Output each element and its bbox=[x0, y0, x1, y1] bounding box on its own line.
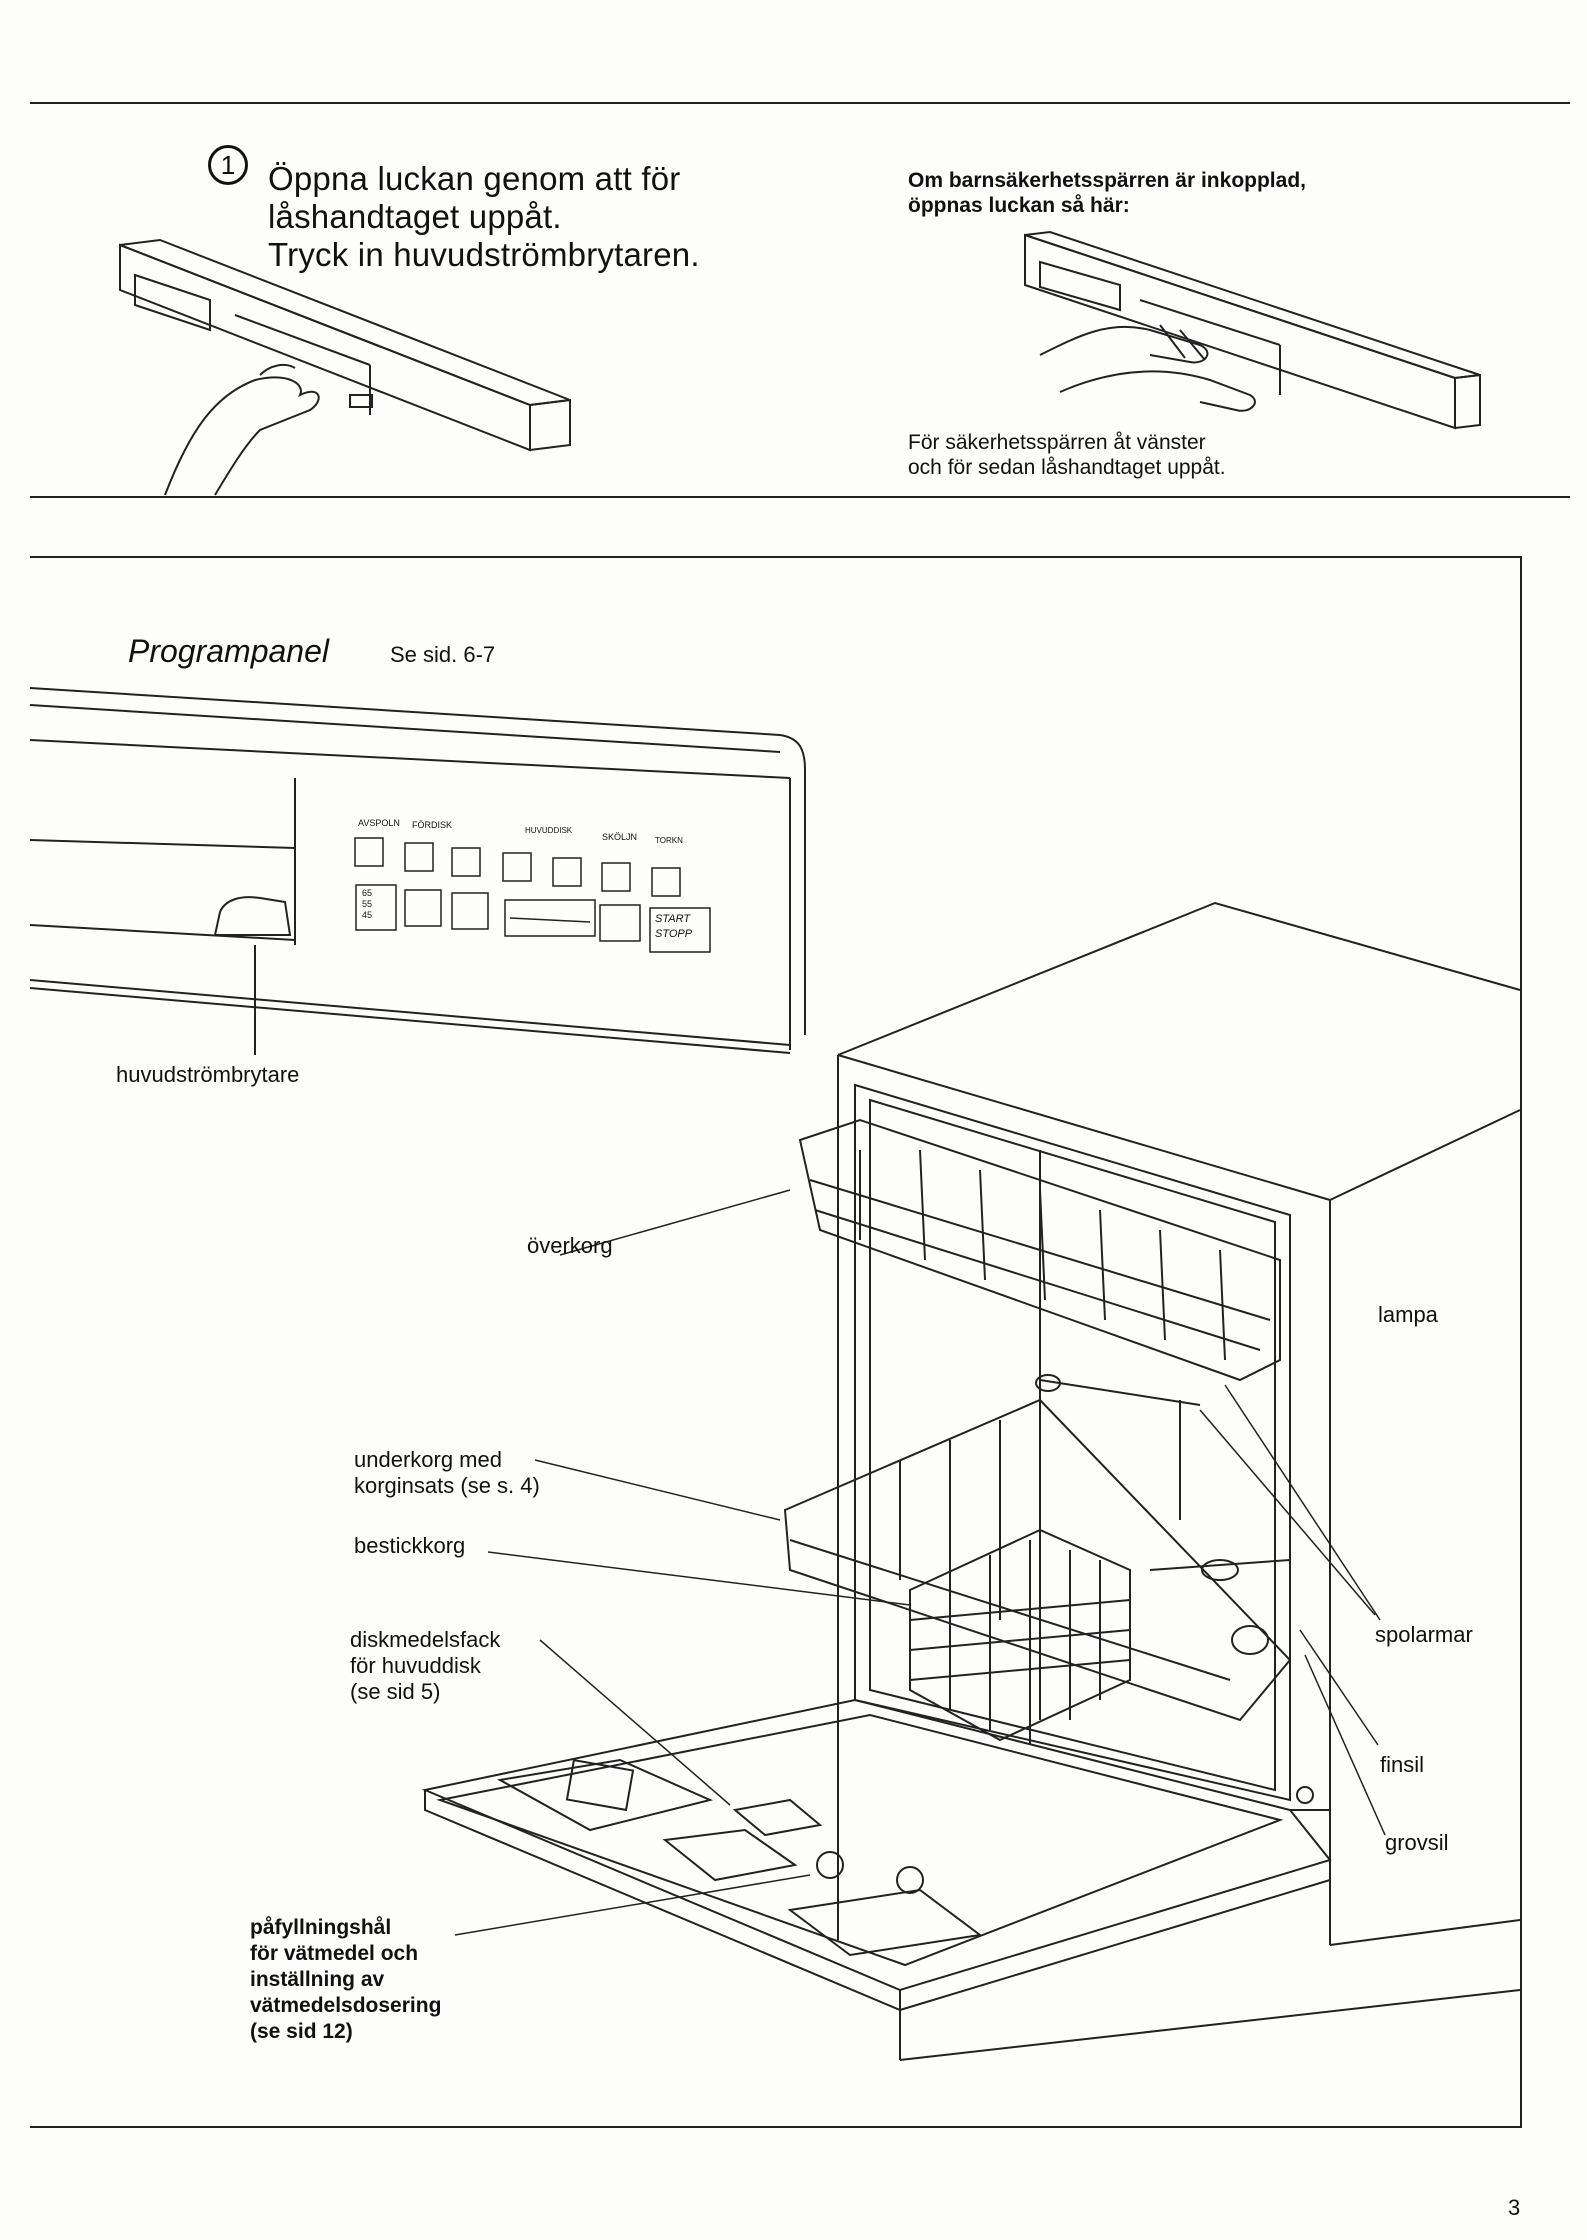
child-lock-line2: öppnas luckan så här: bbox=[908, 194, 1130, 217]
section1-bottom-rule bbox=[30, 496, 1570, 498]
label-rinse-line1: påfyllningshål bbox=[250, 1916, 392, 1939]
label-coarse-filter: grovsil bbox=[1385, 1830, 1449, 1855]
panel-label-skoljn: SKÖLJN bbox=[602, 832, 638, 842]
temp-45: 45 bbox=[362, 910, 373, 920]
label-cutlery-basket: bestickkorg bbox=[354, 1533, 466, 1558]
child-lock-note: Om barnsäkerhetsspärren är inkopplad, öp… bbox=[908, 168, 1306, 218]
panel-label-avspoln: AVSPOLN bbox=[358, 818, 400, 828]
step1-line2: låshandtaget uppåt. bbox=[268, 198, 562, 235]
label-rinse-line3: inställning av bbox=[250, 1968, 385, 1991]
panel-label-torkn: TORKN bbox=[655, 836, 683, 845]
program-panel-ref: Se sid. 6-7 bbox=[390, 642, 496, 667]
section2-top-rule bbox=[30, 556, 1522, 558]
panel-temps: 65 55 45 bbox=[362, 888, 372, 921]
panel-label-huvuddisk: HUVUDDISK bbox=[525, 826, 573, 835]
label-detergent-line2: för huvuddisk bbox=[350, 1653, 481, 1678]
child-lock-caption2: och för sedan låshandtaget uppåt. bbox=[908, 456, 1226, 479]
label-fine-filter: finsil bbox=[1380, 1752, 1425, 1777]
label-rinse-line4: vätmedelsdosering bbox=[250, 1994, 442, 2017]
label-lower-basket-line1: underkorg med bbox=[354, 1447, 502, 1472]
label-lamp: lampa bbox=[1378, 1302, 1438, 1327]
temp-65: 65 bbox=[362, 888, 373, 898]
child-lock-caption1: För säkerhetsspärren åt vänster bbox=[908, 431, 1206, 454]
panel-label-fordisk: FÖRDISK bbox=[412, 820, 453, 830]
label-upper-basket: överkorg bbox=[527, 1233, 613, 1258]
step-number: 1 bbox=[208, 145, 248, 185]
label-spray-arms: spolarmar bbox=[1375, 1622, 1473, 1647]
label-detergent-line1: diskmedelsfack bbox=[350, 1627, 501, 1652]
step1-instruction: Öppna luckan genom att för låshandtaget … bbox=[268, 160, 700, 274]
program-panel-title: Programpanel bbox=[128, 633, 329, 669]
label-rinse-aid: påfyllningshål för vätmedel och inställn… bbox=[250, 1915, 441, 2045]
top-rule bbox=[30, 102, 1570, 104]
step1-line1: Öppna luckan genom att för bbox=[268, 160, 681, 197]
start-label: START bbox=[655, 913, 691, 925]
label-lower-basket: underkorg med korginsats (se s. 4) bbox=[354, 1447, 540, 1499]
label-rinse-line5: (se sid 12) bbox=[250, 2020, 353, 2043]
temp-55: 55 bbox=[362, 899, 373, 909]
section2-right-rule bbox=[1520, 556, 1522, 2128]
stop-label: STOPP bbox=[655, 928, 693, 940]
bottom-rule bbox=[30, 2126, 1522, 2128]
label-rinse-line2: för vätmedel och bbox=[250, 1942, 419, 1965]
child-lock-caption: För säkerhetsspärren åt vänster och för … bbox=[908, 430, 1226, 480]
panel-start-stop: START STOPP bbox=[655, 912, 692, 942]
label-lower-basket-line2: korginsats (se s. 4) bbox=[354, 1473, 540, 1498]
label-detergent-line3: (se sid 5) bbox=[350, 1679, 441, 1704]
page-number: 3 bbox=[1508, 2195, 1521, 2220]
child-lock-line1: Om barnsäkerhetsspärren är inkopplad, bbox=[908, 169, 1306, 192]
step1-line3: Tryck in huvudströmbrytaren. bbox=[268, 236, 700, 273]
label-main-switch: huvudströmbrytare bbox=[116, 1062, 300, 1087]
label-detergent: diskmedelsfack för huvuddisk (se sid 5) bbox=[350, 1627, 500, 1705]
